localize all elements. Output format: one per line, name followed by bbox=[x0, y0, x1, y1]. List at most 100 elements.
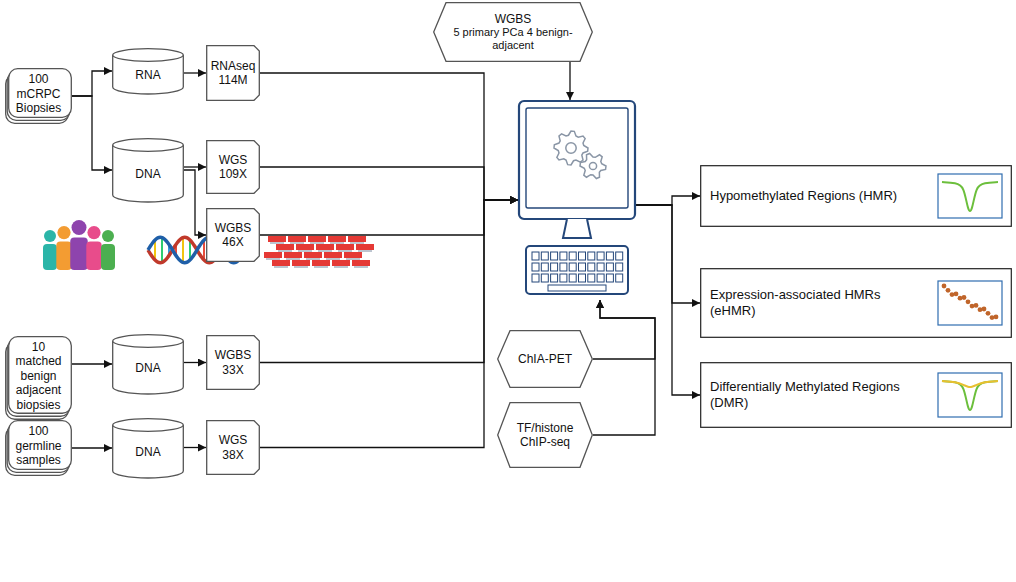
brick bbox=[344, 252, 362, 258]
node-content: WGBS 33X bbox=[206, 335, 260, 390]
flow-arrow bbox=[184, 447, 206, 448]
brick bbox=[272, 260, 290, 266]
plot-frame bbox=[938, 174, 1002, 218]
key bbox=[532, 274, 539, 282]
key bbox=[551, 274, 558, 282]
flow-arrow bbox=[72, 447, 112, 448]
scatter-dot bbox=[946, 288, 951, 293]
node-content: WGBS 46X bbox=[206, 208, 260, 262]
cylinder-top bbox=[113, 335, 184, 348]
flow-arrow bbox=[184, 72, 206, 73]
key bbox=[541, 252, 548, 260]
helix-rung bbox=[161, 237, 163, 262]
brick bbox=[304, 252, 322, 258]
key bbox=[551, 263, 558, 271]
person-body bbox=[86, 241, 101, 270]
node-label: 100 mCRPC Biopsies bbox=[11, 72, 66, 115]
data-tag bbox=[207, 209, 260, 262]
scatter-dot bbox=[958, 296, 963, 301]
brick-line bbox=[278, 251, 292, 252]
flow-arrow bbox=[184, 362, 206, 363]
output-frame bbox=[701, 363, 1012, 428]
node-label: DNA bbox=[135, 445, 160, 459]
flow-arrow bbox=[72, 363, 112, 364]
brick-line bbox=[290, 243, 304, 244]
gear bbox=[554, 131, 588, 165]
gear-hub bbox=[589, 162, 596, 169]
output-box: Hypomethylated Regions (HMR) bbox=[700, 165, 1012, 227]
key bbox=[579, 252, 586, 260]
key bbox=[597, 263, 604, 271]
output-frame bbox=[701, 166, 1012, 227]
database-cylinder: RNA bbox=[112, 48, 184, 94]
flow-arrow bbox=[184, 166, 206, 167]
mini-plot bbox=[938, 174, 1002, 218]
key bbox=[579, 274, 586, 282]
brick bbox=[352, 260, 370, 266]
data-tag bbox=[207, 46, 260, 101]
node-content: DNA bbox=[112, 138, 184, 202]
monitor bbox=[519, 101, 635, 219]
hexagon-shape bbox=[434, 3, 593, 62]
node-label: RNA bbox=[135, 68, 160, 82]
output-box: Expression-associated HMRs (eHMR) bbox=[700, 268, 1012, 338]
output-box: Differentially Methylated Regions (DMR) bbox=[700, 362, 1012, 428]
brick bbox=[348, 236, 366, 242]
brick bbox=[336, 244, 354, 250]
node-label: Expression-associated HMRs (eHMR) bbox=[710, 287, 928, 318]
gear bbox=[580, 153, 606, 178]
key bbox=[588, 252, 595, 260]
brick bbox=[328, 236, 346, 242]
person-head bbox=[102, 230, 114, 242]
key bbox=[532, 263, 539, 271]
screen bbox=[526, 108, 628, 208]
scatter-dot bbox=[986, 311, 991, 316]
flow-arrow bbox=[72, 96, 112, 170]
node-label: 5 primary PCa 4 benign-adjacent bbox=[449, 26, 577, 52]
brick bbox=[324, 252, 342, 258]
node-content: DNA bbox=[112, 334, 184, 394]
node-content: TF/histone ChIP-seq bbox=[497, 402, 593, 468]
scatter-dot bbox=[990, 315, 995, 320]
dip-curve bbox=[942, 182, 998, 211]
key bbox=[569, 252, 576, 260]
sample-sheet bbox=[9, 337, 72, 414]
flow-arrow bbox=[636, 205, 700, 303]
node-label: WGS 38X bbox=[211, 433, 255, 462]
cylinder-top bbox=[113, 49, 184, 62]
output-frame bbox=[701, 269, 1012, 338]
node-content: Differentially Methylated Regions (DMR) bbox=[700, 362, 1012, 428]
key bbox=[551, 252, 558, 260]
flow-arrow bbox=[593, 300, 655, 359]
node-label: TF/histone ChIP-seq bbox=[513, 421, 577, 450]
bricks-icon bbox=[264, 236, 374, 267]
computer-node bbox=[518, 100, 636, 300]
node-shape bbox=[518, 100, 636, 300]
scatter-dot bbox=[978, 307, 983, 312]
data-box: RNAseq 114M bbox=[206, 45, 260, 101]
hexagon-shape bbox=[498, 331, 593, 388]
node-content: 100 mCRPC Biopsies bbox=[8, 68, 72, 124]
cylinder-body bbox=[113, 425, 184, 478]
brick bbox=[312, 260, 330, 266]
data-box: ChIA-PET bbox=[497, 330, 593, 388]
sample-sheet bbox=[9, 421, 72, 470]
key bbox=[569, 263, 576, 271]
flow-arrow bbox=[636, 205, 700, 395]
brick-line bbox=[338, 251, 352, 252]
flow-arrow bbox=[260, 73, 518, 200]
spacebar bbox=[548, 285, 606, 291]
flow-arrow bbox=[636, 196, 700, 205]
node-content: WGBS5 primary PCa 4 benign-adjacent bbox=[433, 2, 593, 62]
brick-line bbox=[330, 243, 344, 244]
key bbox=[541, 263, 548, 271]
scatter-dot bbox=[974, 303, 979, 308]
flow-arrow bbox=[569, 62, 570, 100]
key bbox=[606, 263, 613, 271]
key bbox=[597, 252, 604, 260]
brick bbox=[332, 260, 350, 266]
key bbox=[616, 263, 623, 271]
flow-arrow bbox=[72, 71, 112, 96]
cylinder-body bbox=[113, 341, 184, 394]
